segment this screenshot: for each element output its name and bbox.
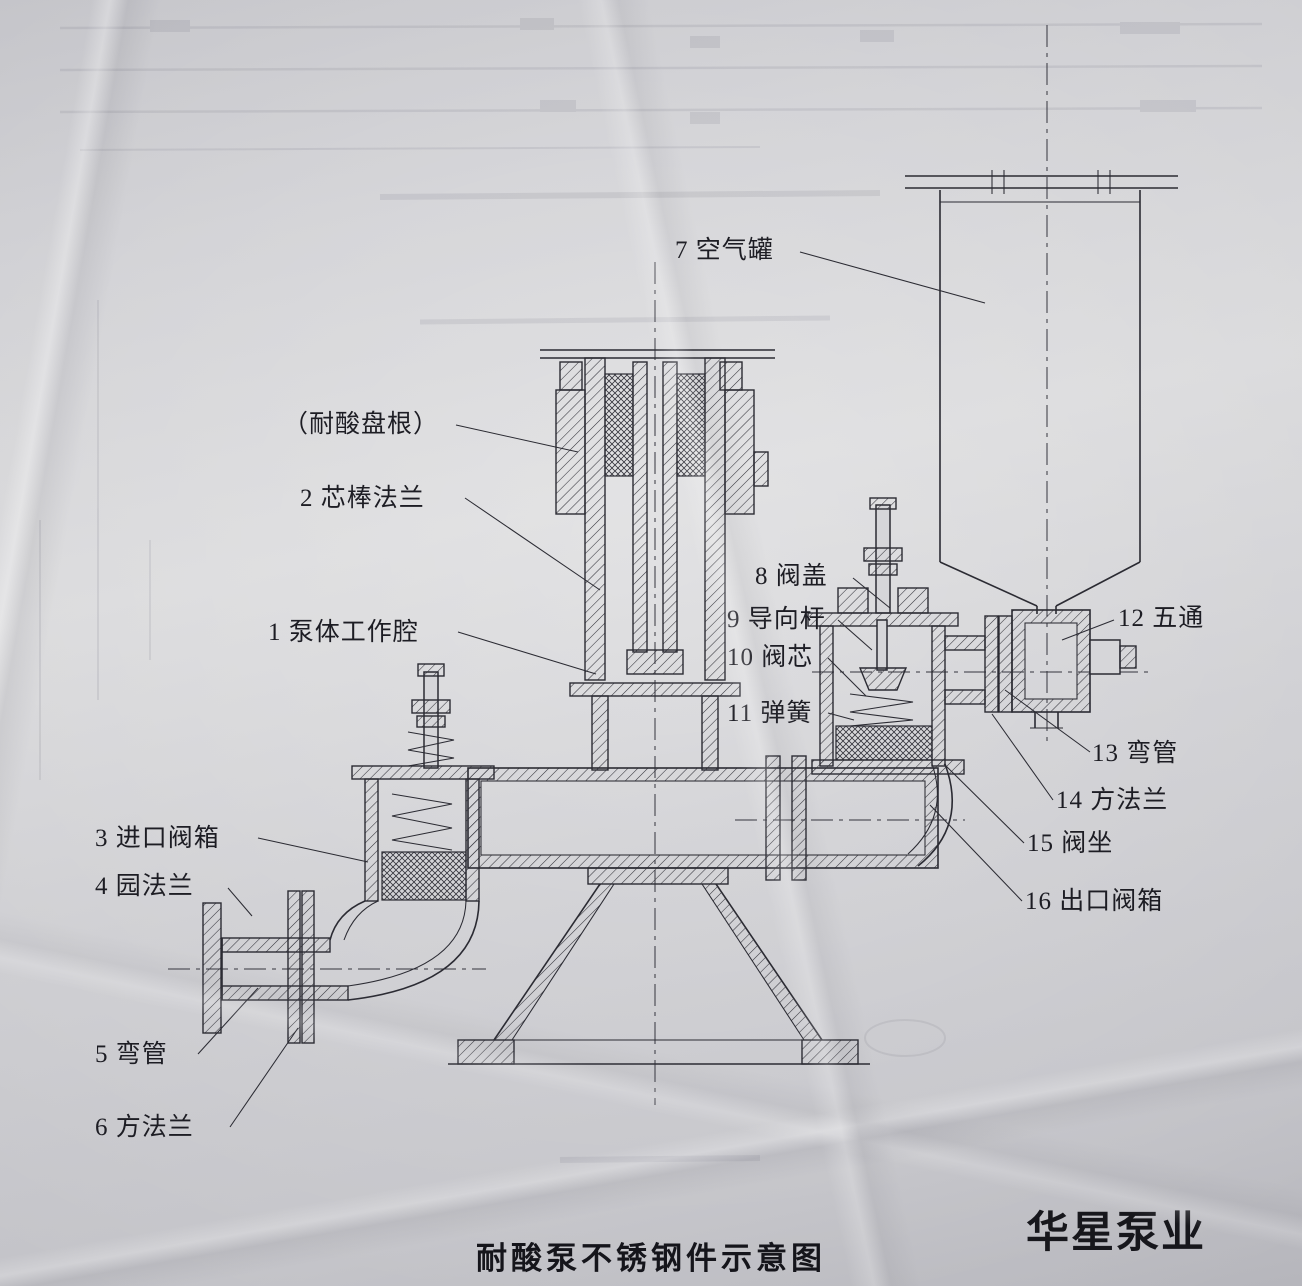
label-guide-rod: 9 导向杆 xyxy=(727,606,826,633)
pump-body-drawing xyxy=(467,755,954,881)
five-way-assembly-drawing xyxy=(944,609,1137,729)
label-square-flange-14: 14 方法兰 xyxy=(1056,787,1169,814)
valve-core-part xyxy=(858,667,908,691)
label-bend-pipe-13: 13 弯管 xyxy=(1092,740,1179,767)
inlet-valve-seat-mesh xyxy=(381,851,467,901)
plunger-column-drawing xyxy=(540,349,775,771)
core-rod-flange-stud xyxy=(753,451,769,487)
inlet-pipe-drawing xyxy=(202,890,349,1044)
square-flange-plate-b xyxy=(301,890,315,1044)
label-square-flange-6: 6 方法兰 xyxy=(95,1114,194,1141)
funnel-base-drawing xyxy=(448,867,870,1065)
label-outlet-valve-box: 16 出口阀箱 xyxy=(1025,888,1164,915)
label-pump-chamber: 1 泵体工作腔 xyxy=(268,619,419,646)
label-acid-packing: （耐酸盘根） xyxy=(283,411,440,438)
label-five-way: 12 五通 xyxy=(1118,605,1205,632)
label-spring: 11 弹簧 xyxy=(727,700,813,727)
outlet-valve-seat-mesh xyxy=(835,725,933,761)
bleedthrough-ghost-marks xyxy=(39,18,1263,1163)
acid-packing-region xyxy=(604,373,634,477)
label-bend-pipe-5: 5 弯管 xyxy=(95,1041,168,1068)
round-flange-plate xyxy=(202,902,222,1034)
label-round-flange: 4 园法兰 xyxy=(95,873,194,900)
label-valve-cover: 8 阀盖 xyxy=(755,563,828,590)
outlet-valve-assembly-drawing xyxy=(807,497,965,775)
label-valve-core: 10 阀芯 xyxy=(727,644,814,671)
diagram-caption: 耐酸泵不锈钢件示意图 xyxy=(476,1241,826,1276)
brand-watermark: 华星泵业 xyxy=(1026,1210,1206,1257)
square-flange-plate-a xyxy=(287,890,301,1044)
label-core-rod-flange: 2 芯棒法兰 xyxy=(300,485,425,512)
valve-cover-block xyxy=(837,587,869,614)
spring-part xyxy=(849,693,914,727)
label-air-tank: 7 空气罐 xyxy=(675,237,774,264)
label-valve-seat: 15 阀坐 xyxy=(1027,830,1114,857)
guide-rod-part xyxy=(876,619,888,671)
label-inlet-valve-box: 3 进口阀箱 xyxy=(95,825,220,852)
leader-lines xyxy=(197,251,1115,1128)
inlet-valve-assembly-drawing xyxy=(329,663,495,1001)
air-tank-drawing xyxy=(905,170,1178,614)
